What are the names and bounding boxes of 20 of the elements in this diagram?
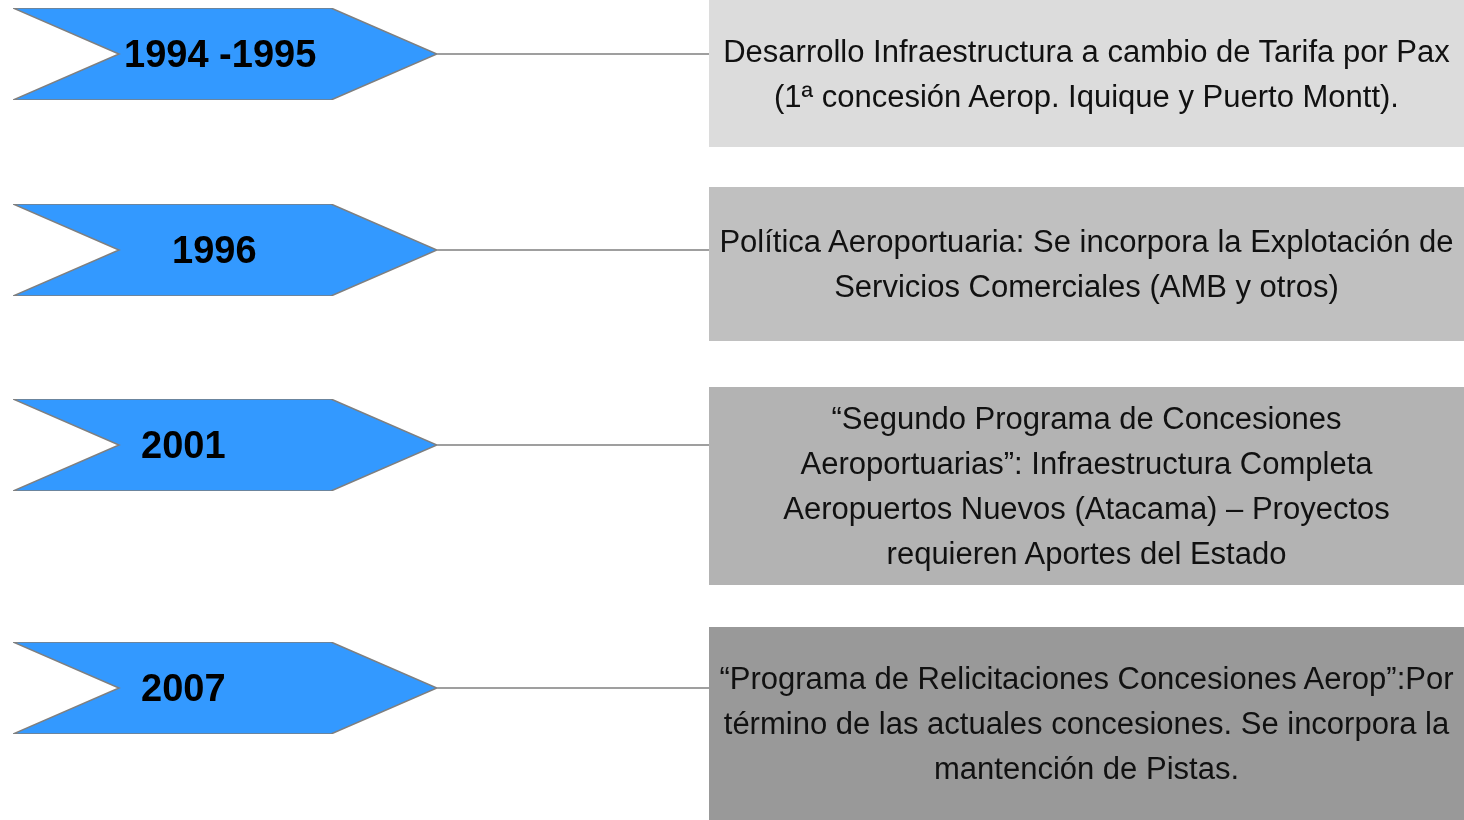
connector-line <box>436 249 710 251</box>
description-text: Desarrollo Infraestructura a cambio de Tarifa por Pax (1ª concesión Aerop. Iquique y Puerto Montt). <box>722 32 1451 116</box>
year-label: 2007 <box>141 666 226 710</box>
year-chevron <box>13 399 437 491</box>
year-chevron <box>13 8 437 100</box>
description-box <box>709 387 1464 585</box>
description-text: “Segundo Programa de Concesiones Aeroportuarias”: Infraestructura Completa Aeropuertos Nuevos (Atacama) – Proyectos requieren Aportes del Estado <box>782 400 1391 573</box>
year-label: 2001 <box>141 423 226 467</box>
year-label: 1996 <box>172 228 257 272</box>
description-box <box>709 187 1464 341</box>
connector-line <box>436 444 710 446</box>
year-label: 1994 -1995 <box>124 32 317 76</box>
description-text: “Programa de Relicitaciones Concesiones Aerop”:Por término de las actuales concesiones. Se incorpora la mantención de Pistas. <box>718 660 1455 788</box>
connector-line <box>436 53 710 55</box>
description-box <box>709 0 1464 147</box>
description-text: Política Aeroportuaria: Se incorpora la Explotación de Servicios Comerciales (AMB y otros) <box>718 223 1455 306</box>
description-box <box>709 627 1464 820</box>
year-chevron <box>13 204 437 296</box>
year-chevron <box>13 642 437 734</box>
connector-line <box>436 687 710 689</box>
